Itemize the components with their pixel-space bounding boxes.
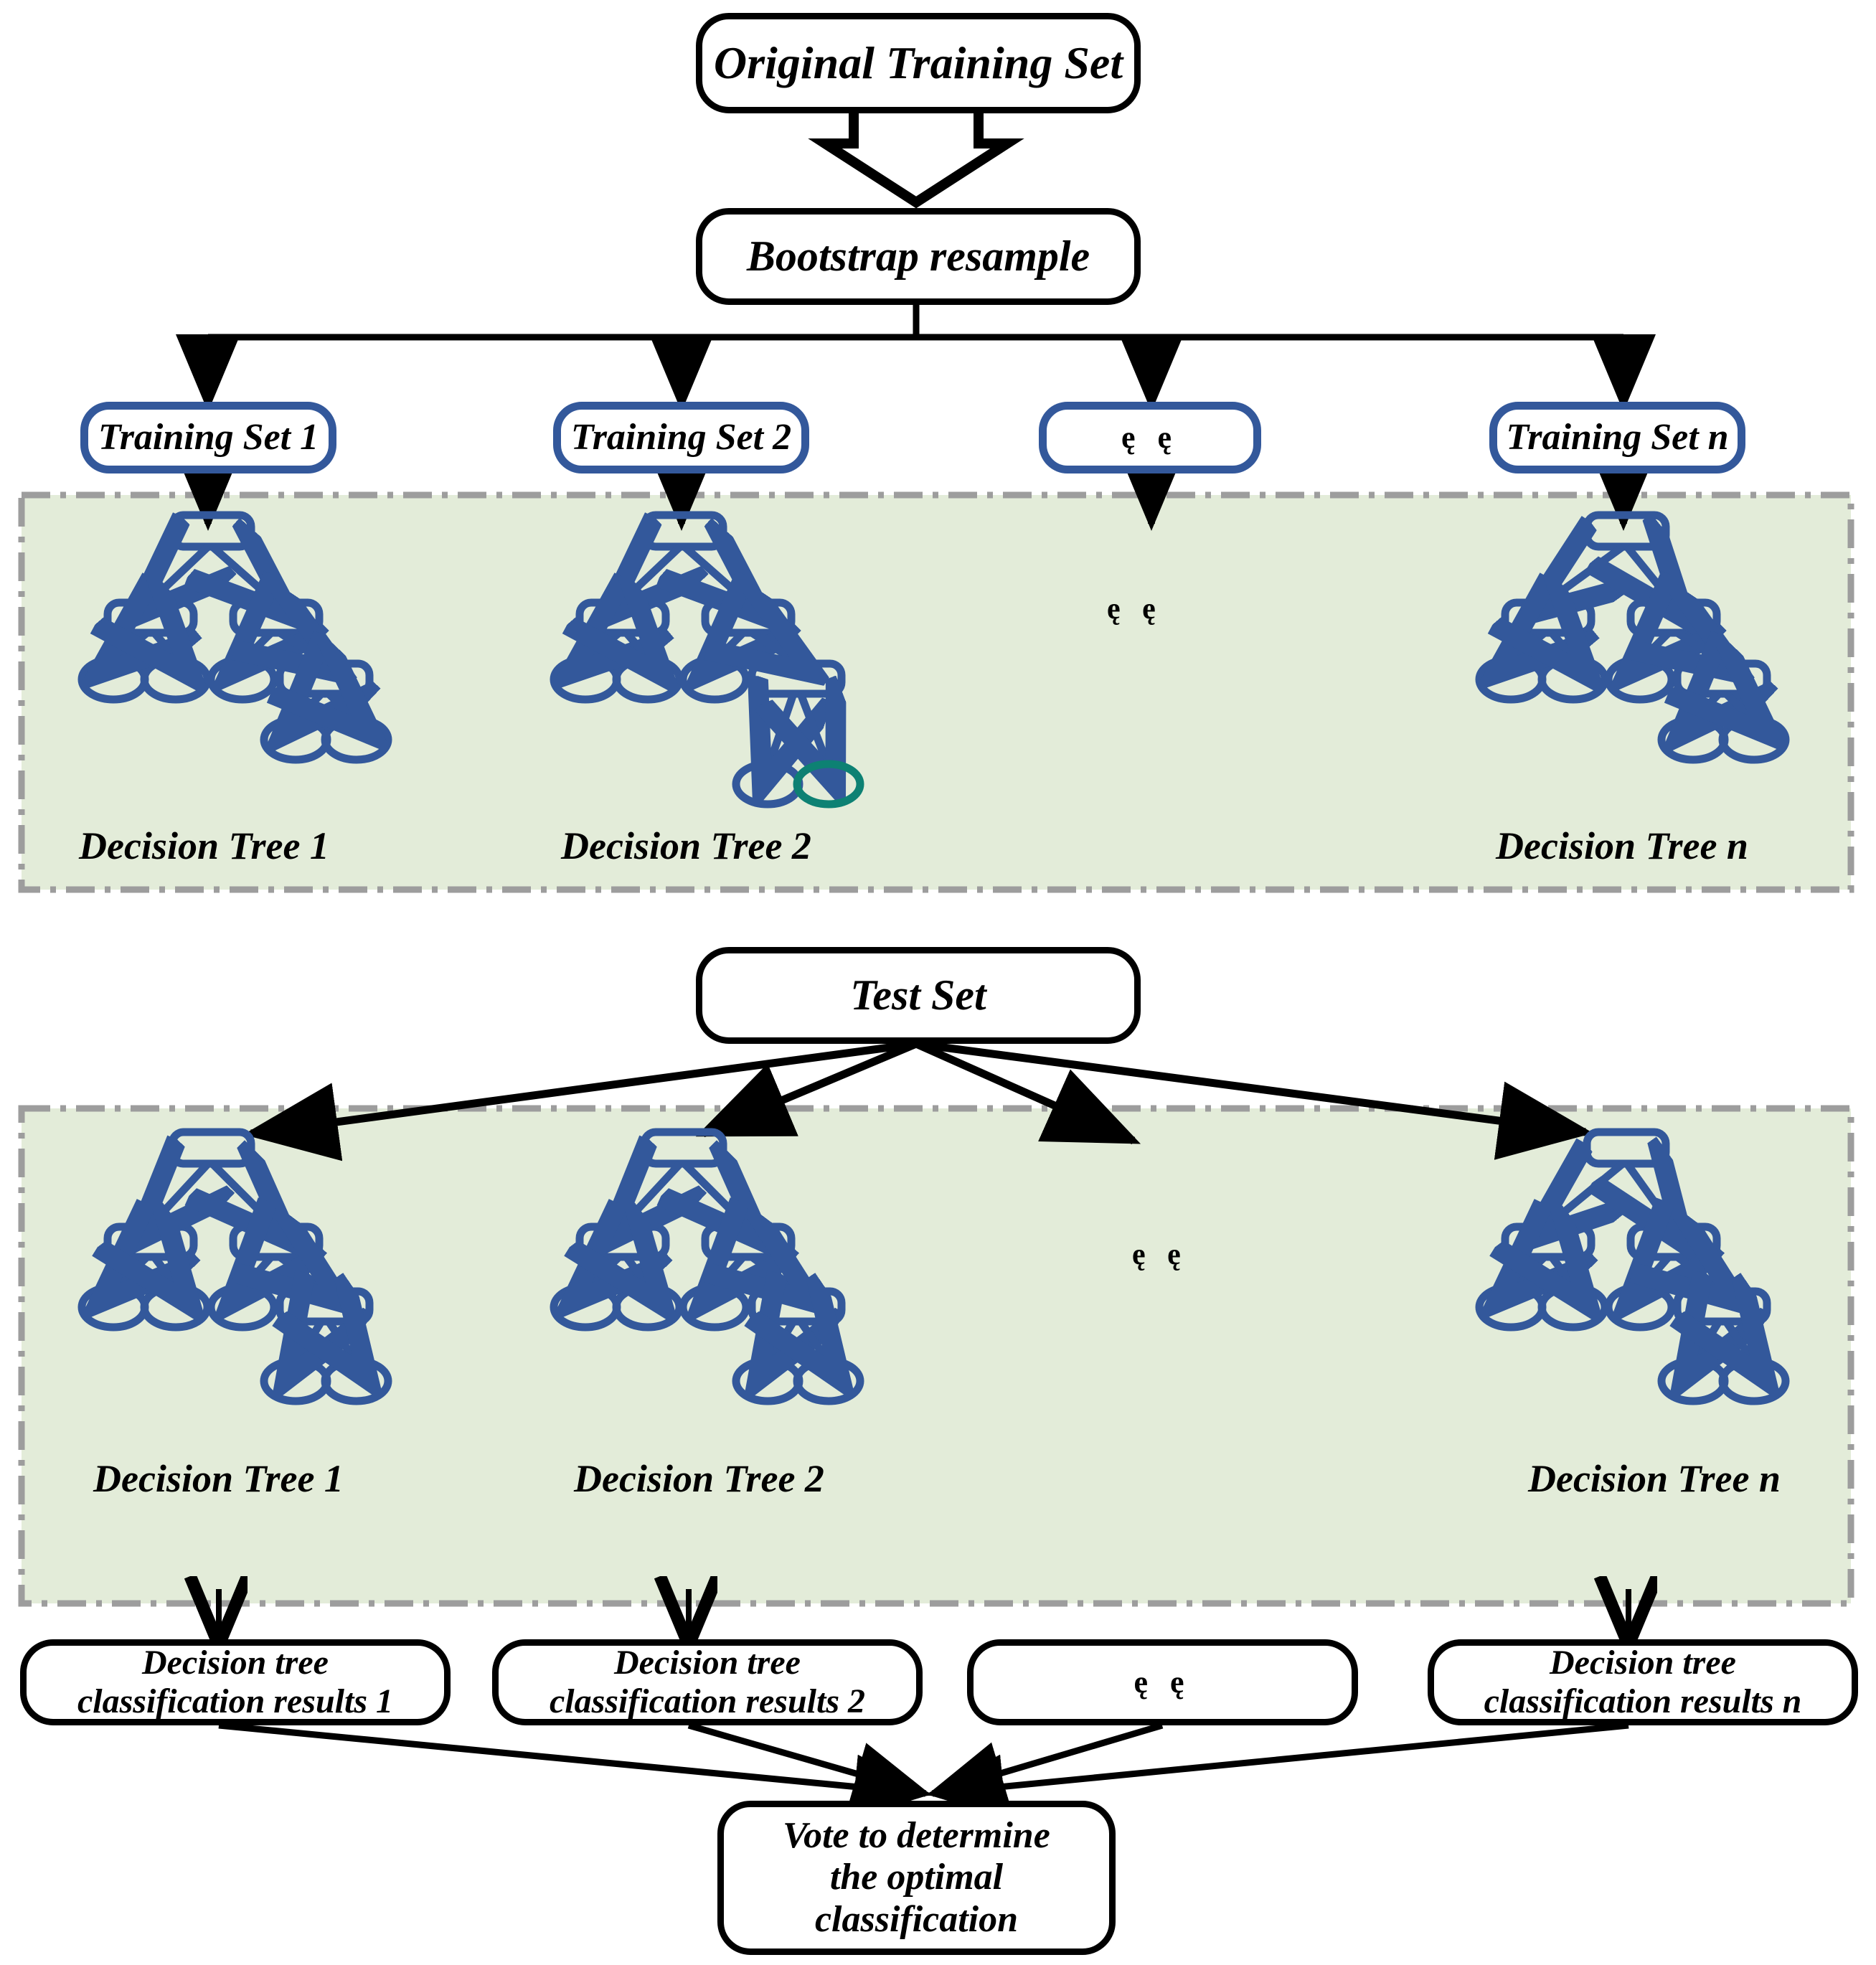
training-band-tree-n-label: Decision Tree n [1496, 824, 1748, 867]
decision-tree-2-testing [550, 1128, 864, 1405]
decision-tree-n-training [1479, 511, 1786, 764]
vote-box-line3: classification [814, 1898, 1019, 1940]
vote-box-line2: the optimal [829, 1857, 1004, 1898]
classification-result-1-box[interactable]: Decision tree classification results 1 [20, 1639, 451, 1725]
arrows-testset-to-trees [243, 1040, 1593, 1161]
decision-tree-1-testing [77, 1128, 392, 1405]
training-band-ellipsis-label: ę ę [1107, 593, 1163, 626]
classification-result-2-box[interactable]: Decision tree classification results 2 [492, 1639, 923, 1725]
classification-result-n-line1: Decision tree [1550, 1644, 1736, 1682]
arrows-trees-to-results [219, 1589, 1628, 1639]
training-band-tree-1-label: Decision Tree 1 [79, 824, 329, 867]
classification-result-2-line2: classification results 2 [549, 1682, 866, 1720]
classification-result-2-line1: Decision tree [614, 1644, 801, 1682]
classification-result-ellipsis-box[interactable]: ę ę [967, 1639, 1358, 1725]
decision-tree-2-highlighted-leaf [793, 760, 864, 809]
training-set-1-box[interactable]: Training Set 1 [80, 402, 336, 473]
classification-result-n-line2: classification results n [1484, 1682, 1802, 1720]
classification-result-1-line1: Decision tree [142, 1644, 329, 1682]
training-set-ellipsis-label: ę ę [1121, 420, 1179, 456]
classification-result-1-line2: classification results 1 [77, 1682, 394, 1720]
training-set-2-box[interactable]: Training Set 2 [553, 402, 809, 473]
original-training-set-label: Original Training Set [713, 37, 1123, 89]
testing-band-ellipsis-label: ę ę [1132, 1238, 1188, 1271]
original-training-set-box[interactable]: Original Training Set [696, 13, 1141, 113]
classification-result-ellipsis-label: ę ę [1133, 1664, 1192, 1700]
decision-tree-1-training [82, 511, 388, 764]
training-set-1-label: Training Set 1 [98, 416, 319, 458]
testing-band-tree-n-label: Decision Tree n [1528, 1457, 1781, 1500]
vote-box-line1: Vote to determine [783, 1815, 1050, 1857]
testing-band-tree-1-label: Decision Tree 1 [93, 1457, 344, 1500]
test-set-box[interactable]: Test Set [696, 947, 1141, 1044]
block-arrow-original-to-bootstrap [808, 103, 1024, 209]
decision-tree-n-testing [1475, 1128, 1790, 1405]
classification-result-n-box[interactable]: Decision tree classification results n [1428, 1639, 1858, 1725]
training-band-tree-2-label: Decision Tree 2 [561, 824, 811, 867]
decision-tree-2-training [554, 511, 842, 804]
training-set-2-label: Training Set 2 [570, 416, 792, 458]
bus-bootstrap-to-training-sets [176, 305, 1656, 412]
test-set-label: Test Set [850, 971, 986, 1019]
bootstrap-resample-box[interactable]: Bootstrap resample [696, 208, 1141, 305]
training-set-ellipsis-box[interactable]: ę ę [1039, 402, 1261, 473]
training-set-n-label: Training Set n [1506, 416, 1729, 458]
testing-band-tree-2-label: Decision Tree 2 [574, 1457, 824, 1500]
training-set-n-box[interactable]: Training Set n [1489, 402, 1745, 473]
arrows-results-to-vote [218, 1722, 1629, 1819]
vote-box[interactable]: Vote to determine the optimal classifica… [717, 1801, 1116, 1955]
bootstrap-resample-label: Bootstrap resample [746, 232, 1090, 280]
